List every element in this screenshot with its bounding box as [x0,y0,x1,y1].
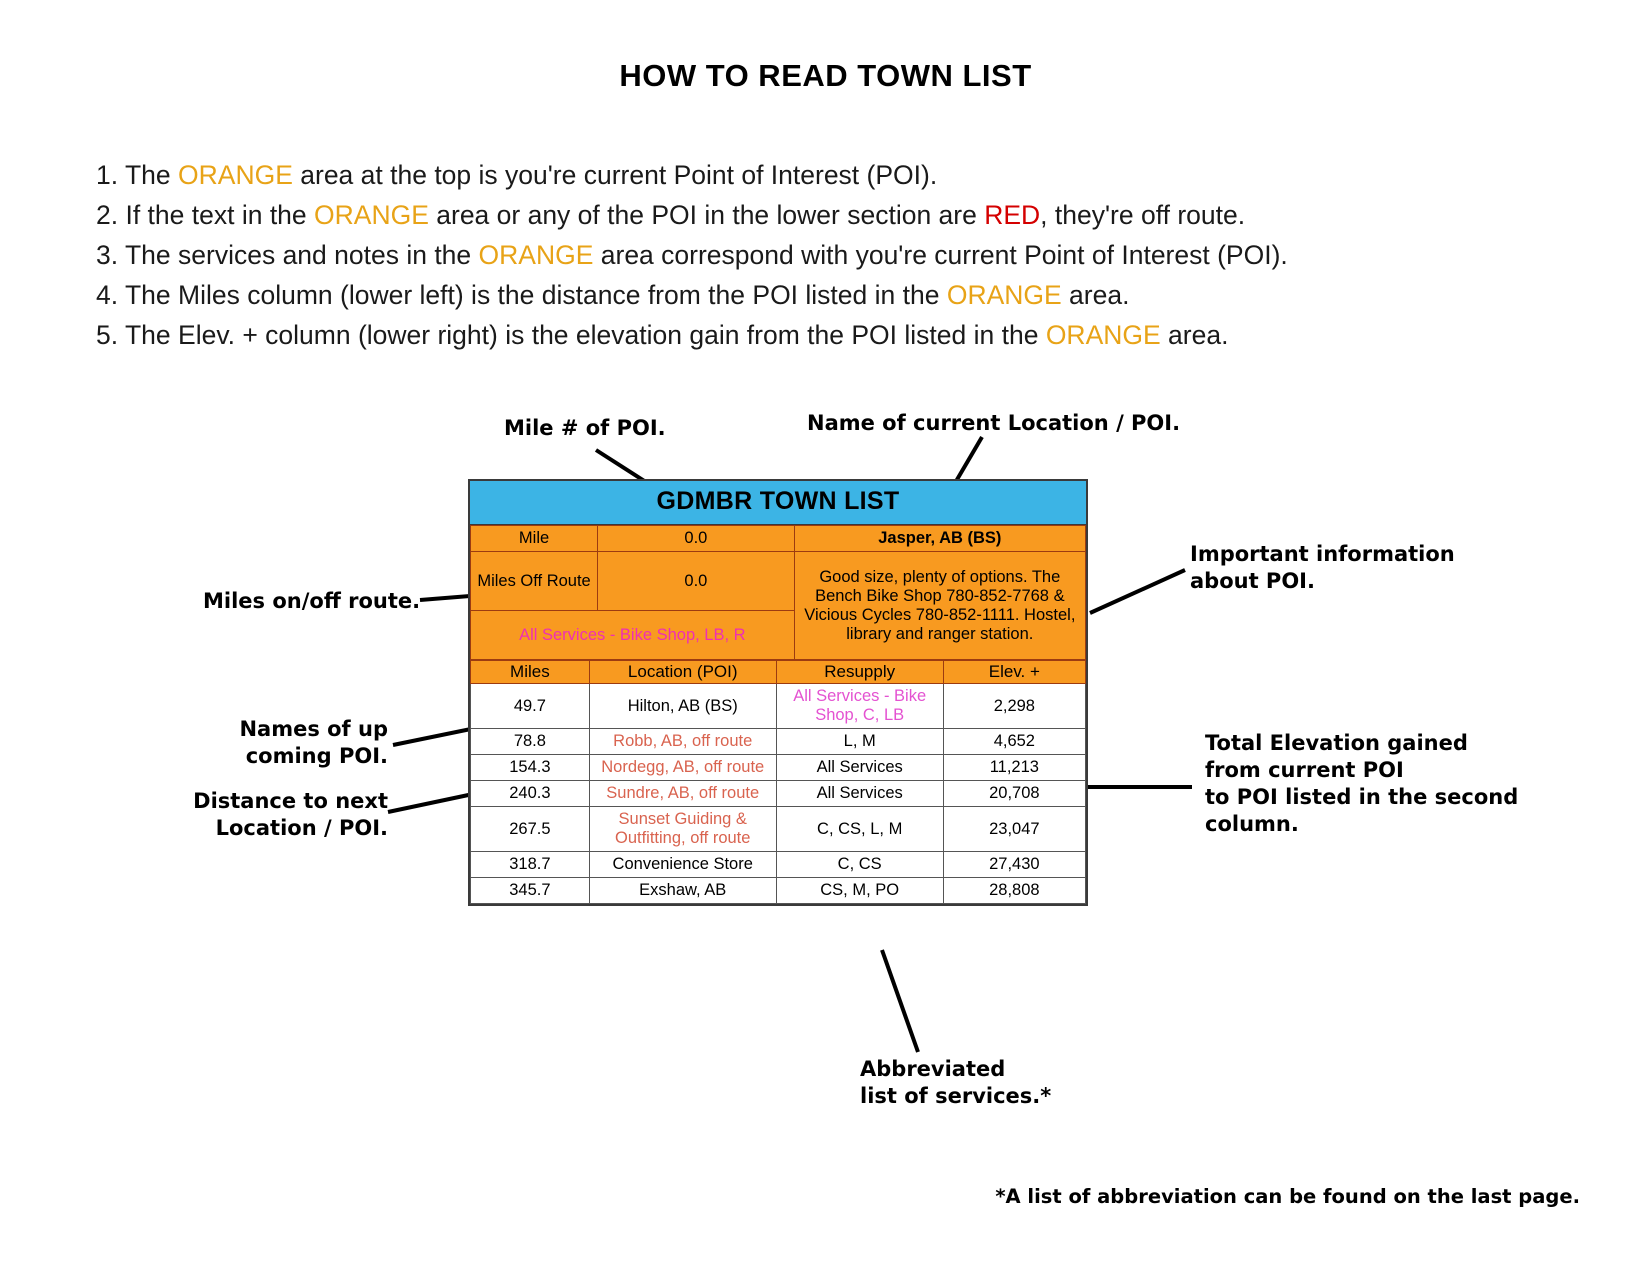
cell-miles: 267.5 [470,806,590,852]
poi-mile-label: Mile [469,525,599,552]
cell-elev: 11,213 [942,754,1087,781]
callout-miles-on-off-route: Miles on/off route. [203,589,421,613]
instruction-text: area. [1061,280,1130,310]
instruction-text: The Miles column (lower left) is the dis… [118,280,947,310]
cell-resupply: CS, M, PO [775,877,944,904]
cell-miles: 345.7 [470,877,590,904]
instruction-line-3: 3. The services and notes in the ORANGE … [96,235,1556,275]
callout-mile-number: Mile # of POI. [504,416,666,440]
instruction-number: 3. [96,240,119,270]
cell-location: Nordegg, AB, off route [588,754,777,781]
poi-header-row-services: All Services - Bike Shop, LB, R [470,610,1086,660]
keyword-orange: ORANGE [1045,320,1161,350]
cell-resupply: All Services - Bike Shop, C, LB [775,683,944,729]
cell-resupply: L, M [775,728,944,755]
poi-header-row-mile: Mile 0.0 Jasper, AB (BS) [469,525,1087,552]
table-header-row: Miles Location (POI) Resupply Elev. + [470,660,1087,684]
leader-abbrev-services [880,949,920,1053]
cell-elev: 20,708 [942,780,1087,807]
instruction-line-4: 4. The Miles column (lower left) is the … [96,275,1556,315]
poi-header-table: Mile 0.0 Jasper, AB (BS) Miles Off Route… [469,525,1087,660]
poi-services: All Services - Bike Shop, LB, R [470,610,795,660]
instruction-text: If the text in the [118,200,315,230]
cell-location: Sundre, AB, off route [588,780,777,807]
instruction-text: The [118,160,179,190]
cell-resupply: C, CS, L, M [775,806,944,852]
instruction-text: area or any of the POI in the lower sect… [428,200,985,230]
instruction-number: 4. [96,280,119,310]
instruction-text: area. [1160,320,1229,350]
cell-elev: 27,430 [942,851,1087,878]
cell-location: Sunset Guiding & Outfitting, off route [588,806,777,852]
callout-location-name: Name of current Location / POI. [807,411,1181,435]
instruction-text: area correspond with you're current Poin… [593,240,1288,270]
cell-resupply: All Services [775,780,944,807]
keyword-orange: ORANGE [314,200,429,230]
instruction-text: , they're off route. [1040,200,1246,230]
instruction-line-5: 5. The Elev. + column (lower right) is t… [96,315,1556,355]
keyword-red: RED [984,200,1041,230]
callout-important-info: Important information about POI. [1190,542,1455,593]
cell-elev: 23,047 [942,806,1087,852]
cell-location: Convenience Store [588,851,777,878]
cell-elev: 4,652 [942,728,1087,755]
column-header-elev: Elev. + [942,660,1087,684]
instruction-number: 5. [96,320,119,350]
cell-location: Hilton, AB (BS) [588,683,777,729]
footnote: *A list of abbreviation can be found on … [995,1185,1580,1208]
cell-miles: 318.7 [470,851,590,878]
leader-important-info [1089,568,1186,615]
cell-resupply: All Services [775,754,944,781]
cell-miles: 240.3 [470,780,590,807]
column-header-location: Location (POI) [588,660,777,684]
poi-location-name: Jasper, AB (BS) [793,525,1087,552]
page-title: HOW TO READ TOWN LIST [619,58,1032,93]
poi-miles-off-route-value: 0.0 [597,551,795,611]
poi-miles-off-route-label: Miles Off Route [469,551,599,611]
cell-location: Exshaw, AB [588,877,777,904]
cell-elev: 2,298 [942,683,1087,729]
instruction-number: 1. [96,160,119,190]
cell-elev: 28,808 [942,877,1087,904]
cell-miles: 78.8 [470,728,590,755]
cell-location: Robb, AB, off route [588,728,777,755]
cell-resupply: C, CS [775,851,944,878]
column-header-miles: Miles [470,660,590,684]
town-list-banner: GDMBR TOWN LIST [470,481,1086,525]
callout-distance-next: Distance to next Location / POI. [193,789,388,840]
keyword-orange: ORANGE [478,240,594,270]
poi-header-row-off-route: Miles Off Route 0.0 Good size, plenty of… [469,551,1087,660]
callout-total-elevation: Total Elevation gained from current POI … [1205,731,1519,836]
gdmbr-town-list: GDMBR TOWN LIST Mile 0.0 Jasper, AB (BS)… [468,479,1088,906]
poi-mile-value: 0.0 [597,525,795,552]
poi-data-table: Miles Location (POI) Resupply Elev. + 49… [470,660,1087,904]
instruction-line-1: 1. The ORANGE area at the top is you're … [96,155,1556,195]
instruction-line-2: 2. If the text in the ORANGE area or any… [96,195,1556,235]
instruction-text: The Elev. + column (lower right) is the … [118,320,1046,350]
cell-miles: 49.7 [470,683,590,729]
poi-notes: Good size, plenty of options. The Bench … [793,551,1087,660]
callout-names-upcoming: Names of up coming POI. [239,717,388,768]
keyword-orange: ORANGE [178,160,293,190]
keyword-orange: ORANGE [946,280,1062,310]
callout-abbrev-services: Abbreviated list of services.* [860,1057,1052,1108]
column-header-resupply: Resupply [775,660,944,684]
instruction-list: 1. The ORANGE area at the top is you're … [96,155,1556,355]
cell-miles: 154.3 [470,754,590,781]
instruction-text: area at the top is you're current Point … [292,160,938,190]
instruction-text: The services and notes in the [118,240,479,270]
instruction-number: 2. [96,200,119,230]
